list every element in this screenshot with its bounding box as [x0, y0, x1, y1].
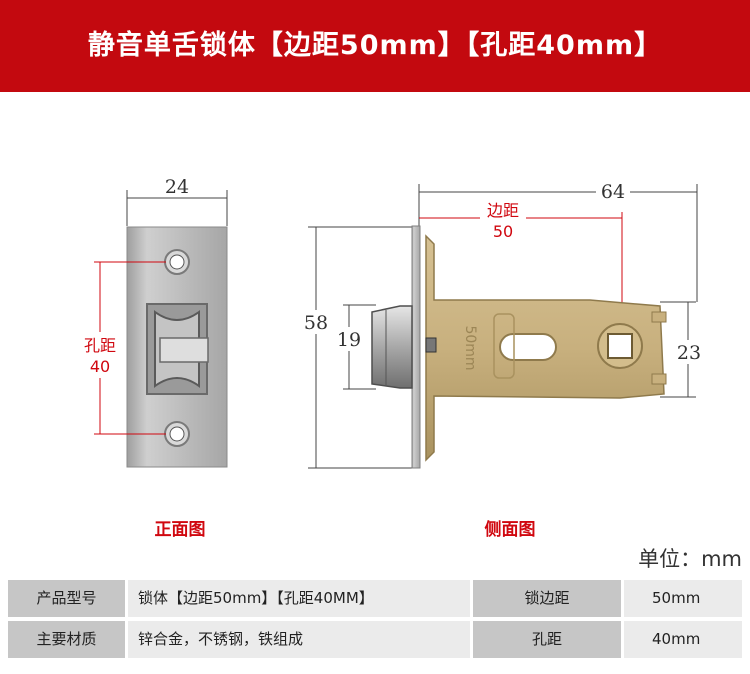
- case-slot-recess: [493, 313, 515, 379]
- header-banner: [0, 0, 750, 92]
- faceplate-edge: [411, 225, 421, 469]
- side-view: 64 边距 50 58 19 23 50m: [298, 180, 704, 540]
- spec-value-hole-spacing: 40mm: [624, 621, 742, 658]
- latch-plunger: [425, 337, 437, 353]
- latch-label-bg: [335, 327, 363, 351]
- latch-tongue: [159, 337, 209, 363]
- length-dim-text: 64: [601, 181, 625, 203]
- spec-value-model: 锁体【边距50mm】【孔距40MM】: [128, 580, 470, 617]
- latch-dim-text: 19: [337, 329, 361, 351]
- front-view-caption: 正面图: [155, 520, 206, 540]
- case-slot: [499, 333, 557, 361]
- backset-label-bg: [480, 200, 526, 242]
- spec-value-backset: 50mm: [624, 580, 742, 617]
- spec-label-hole-spacing: 孔距: [473, 621, 621, 658]
- width-dim-text: 24: [165, 176, 189, 198]
- length-label-bg: [596, 180, 630, 202]
- case-tab-bottom: [651, 373, 667, 385]
- spec-table: 产品型号 锁体【边距50mm】【孔距40MM】 锁边距 50mm 主要材质 锌合…: [8, 580, 742, 660]
- screw-hole-bottom: [164, 421, 190, 447]
- case-label-bg: [674, 340, 704, 364]
- unit-label: 单位：mm: [638, 547, 742, 571]
- spec-label-model: 产品型号: [8, 580, 125, 617]
- spec-value-material: 锌合金，不锈钢，铁组成: [128, 621, 470, 658]
- screw-hole-top: [164, 249, 190, 275]
- side-view-caption: 侧面图: [485, 519, 536, 540]
- technical-drawing: 24 孔距 40 正面图 64: [76, 176, 704, 540]
- case-tab-top: [651, 311, 667, 323]
- case-stamp: 50mm: [462, 325, 478, 370]
- spindle-square-icon: [607, 333, 633, 359]
- hole-label-bg: [76, 332, 124, 378]
- hole-label-line1: 孔距: [84, 336, 116, 355]
- spec-label-material: 主要材质: [8, 621, 125, 658]
- case-dim-text: 23: [677, 342, 701, 364]
- spec-label-backset: 锁边距: [473, 580, 621, 617]
- latch-bolt-side: [371, 305, 413, 389]
- height-label-bg: [298, 310, 334, 334]
- backset-label-line2: 50: [493, 222, 513, 241]
- hole-label-line2: 40: [90, 357, 110, 376]
- page-title: 静音单舌锁体【边距50mm】【孔距40mm】: [87, 30, 663, 61]
- front-view: 24 孔距 40 正面图: [76, 176, 228, 540]
- height-dim-text: 58: [304, 312, 328, 334]
- backset-label-line1: 边距: [487, 201, 519, 220]
